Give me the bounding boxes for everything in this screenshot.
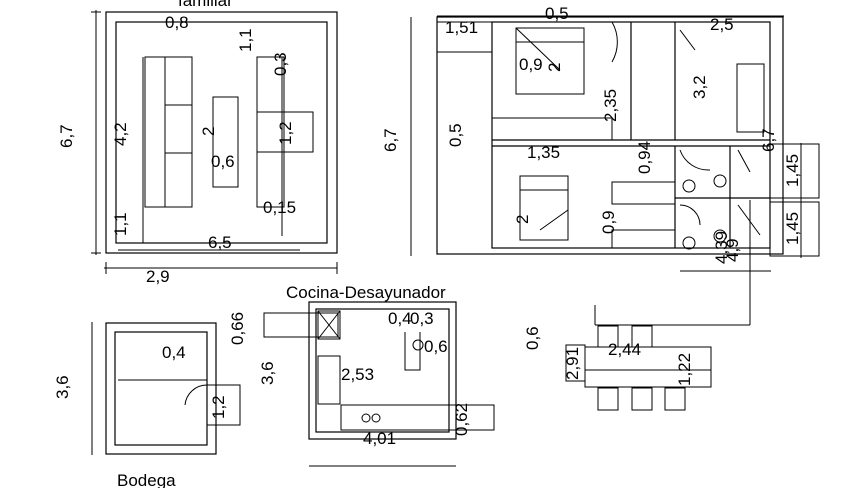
bedrooms-dim-9: 1,35 [527, 143, 560, 162]
familiar-dim-3: 4,2 [111, 122, 130, 146]
bedrooms-dim-2: 2,5 [710, 15, 734, 34]
comedor-dim-0: 0,6 [523, 326, 542, 350]
bodega-dim-1: 1,2 [209, 395, 228, 419]
familiar-dim-1: 1,1 [236, 28, 255, 52]
familiar-dim-0: 0,8 [165, 13, 189, 32]
familiar-dim-2: 0,3 [271, 52, 290, 76]
bodega-dim-2: 3,6 [53, 375, 72, 399]
cocina-room [263, 301, 495, 467]
comedor-dim-1: 2,91 [563, 347, 582, 380]
cocina-dim-1: 0,4 [388, 309, 412, 328]
cocina-dim-5: 2,53 [341, 365, 374, 384]
bedrooms-dim-3: 0,9 [519, 55, 543, 74]
bedrooms-dim-7: 0,5 [446, 123, 465, 147]
cocina-dim-4: 3,6 [258, 361, 277, 385]
bodega-room [91, 322, 241, 455]
bedrooms-dim-8: 6,7 [381, 128, 400, 152]
bedrooms-dim-14: 0,9 [599, 210, 618, 234]
bedrooms-dim-6: 2,35 [601, 89, 620, 122]
bedrooms-dim-4: 2 [545, 63, 564, 72]
familiar-dim-8: 1,1 [111, 212, 130, 236]
familiar-dim-9: 6,5 [208, 233, 232, 252]
cocina-dim-0: 0,66 [228, 312, 247, 345]
familiar-dim-11: 6,7 [57, 124, 76, 148]
comedor-table [565, 305, 712, 411]
familiar-dim-10: 2,9 [146, 267, 170, 286]
bedrooms-dim-13: 2 [513, 215, 532, 224]
bedrooms-dim-15: 1,45 [783, 212, 802, 245]
familiar-dim-7: 0,15 [263, 198, 296, 217]
bedrooms-dim-17: 4,9 [723, 238, 742, 262]
cocina-dim-7: 4,01 [363, 429, 396, 448]
bedrooms-dim-11: 6,7 [759, 128, 778, 152]
bedrooms-dim-5: 3,2 [690, 75, 709, 99]
bodega-dim-0: 0,4 [162, 343, 186, 362]
familiar-title: familiar [178, 0, 233, 10]
cocina-dim-3: 0,6 [424, 337, 448, 356]
bedrooms-dim-0: 1,51 [445, 18, 478, 37]
familiar-dim-6: 0,6 [211, 152, 235, 171]
bodega-title: Bodega [117, 471, 176, 488]
bedrooms-dim-1: 0,5 [545, 4, 569, 23]
bedrooms-block [410, 15, 820, 326]
cocina-dim-2: 0,3 [410, 309, 434, 328]
bedrooms-dim-16: 4,39 [712, 231, 731, 264]
cocina-title: Cocina-Desayunador [286, 283, 446, 302]
cocina-dim-6: 0,62 [452, 403, 471, 436]
familiar-room [91, 10, 338, 274]
comedor-dim-2: 2,44 [608, 340, 641, 359]
bedrooms-dim-12: 1,45 [783, 154, 802, 187]
bedrooms-dim-10: 0,94 [635, 141, 654, 174]
familiar-dim-4: 2 [199, 127, 218, 136]
familiar-dim-5: 1,2 [276, 121, 295, 145]
comedor-dim-3: 1,22 [675, 353, 694, 386]
